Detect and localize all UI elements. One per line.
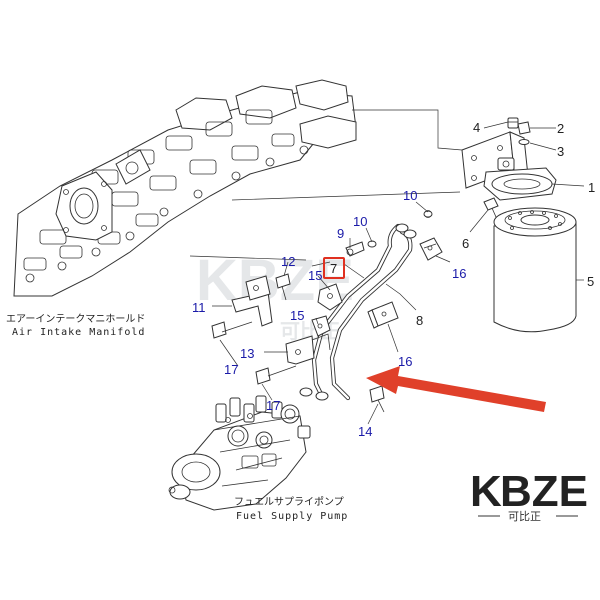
callout-10-upper: 10 (403, 188, 417, 203)
callout-7-highlight-box (323, 257, 345, 279)
air-intake-manifold-drawing (13, 79, 357, 297)
callout-15-upper: 15 (308, 268, 322, 283)
callout-12: 12 (281, 254, 295, 269)
air-intake-label-jp: エアーインテークマニホールド (6, 313, 145, 325)
callout-17-lower: 17 (266, 398, 280, 413)
callout-4: 4 (473, 120, 480, 135)
plug-part-4 (507, 117, 519, 129)
part-name-labels: エアーインテークマニホールド Air Intake Manifold フュエルサ… (6, 313, 348, 522)
logo-letter-k: K (470, 467, 502, 516)
logo-subtitle: 可比正 (508, 510, 541, 523)
callout-1: 1 (588, 180, 595, 195)
callout-7: 7 (330, 261, 337, 276)
filter-head-bracket (461, 131, 557, 201)
plug-part-2 (517, 121, 531, 135)
bolt-part-14 (369, 385, 385, 413)
clamp-part-16-upper (419, 237, 443, 261)
fuel-pump-label-en: Fuel Supply Pump (236, 511, 348, 522)
red-pointer-arrow (366, 366, 546, 412)
callout-11: 11 (192, 300, 206, 315)
callout-16-upper: 16 (452, 266, 466, 281)
fuel-supply-pump-drawing (168, 395, 311, 511)
callout-5: 5 (587, 274, 594, 289)
callout-16-lower: 16 (398, 354, 412, 369)
callout-6: 6 (462, 236, 469, 251)
callout-15-lower: 15 (290, 308, 304, 323)
bolt-part-17-lower (255, 365, 297, 385)
bracket-part-11 (231, 275, 273, 327)
washer-part-10 (367, 210, 433, 248)
pipe-fittings (299, 210, 432, 401)
clamp-part-16-lower (367, 301, 399, 329)
callout-14: 14 (358, 424, 372, 439)
fuel-pipe-part-8 (311, 223, 401, 399)
logo-letters-bze: BZE (500, 467, 588, 516)
washer-part-3 (518, 139, 530, 145)
kbze-logo: K BZE 可比正 (470, 467, 588, 523)
bolt-part-17-upper (211, 321, 253, 339)
callout-numbers: 1 2 3 4 5 6 7 8 9 10 10 11 12 13 14 15 1… (192, 120, 595, 439)
callout-3: 3 (557, 144, 564, 159)
callout-17-upper: 17 (224, 362, 238, 377)
callout-2: 2 (557, 121, 564, 136)
joint-bolt-part-9 (345, 241, 365, 257)
callout-13: 13 (240, 346, 254, 361)
air-intake-label-en: Air Intake Manifold (12, 327, 145, 338)
clamp-part-15-upper (317, 283, 343, 311)
bolt-part-6 (483, 197, 501, 227)
bracket-part-13 (285, 333, 331, 365)
callout-8: 8 (416, 313, 423, 328)
callout-10-lower: 10 (353, 214, 367, 229)
fuel-filter-cartridge (493, 207, 577, 333)
clamp-part-15-lower (311, 315, 331, 337)
callout-leader-lines (212, 121, 585, 425)
manifold-reference-lines (189, 109, 463, 267)
fuel-pump-label-jp: フュエルサプライポンプ (234, 496, 344, 508)
callout-9: 9 (337, 226, 344, 241)
